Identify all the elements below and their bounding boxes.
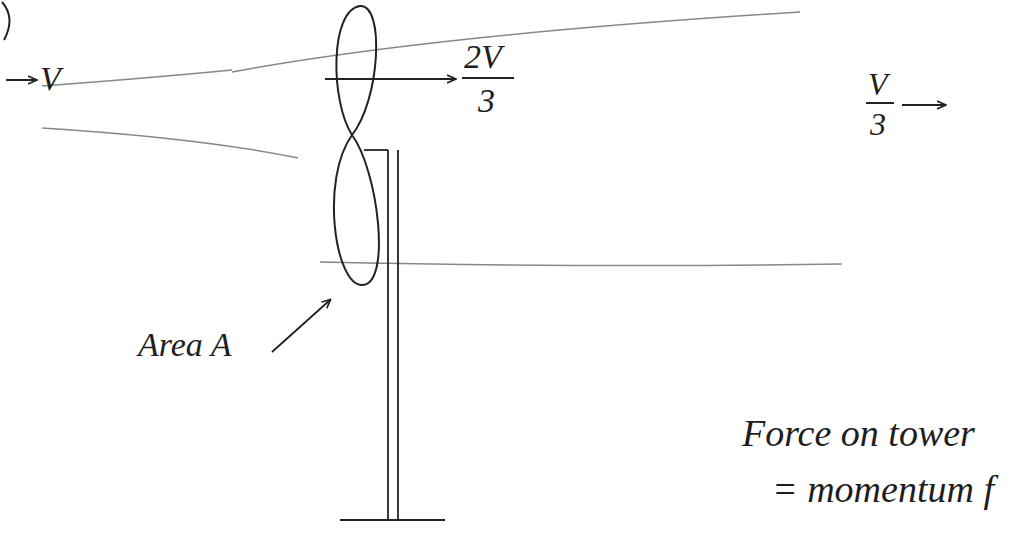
fraction-denominator: 3 (478, 84, 495, 118)
fraction-bar (866, 102, 894, 104)
velocity-arrow (902, 104, 945, 106)
tower (340, 150, 445, 520)
streamtube (42, 12, 842, 266)
velocity-arrow (325, 78, 455, 80)
rotor-blades (334, 6, 379, 285)
velocity-arrow (6, 79, 36, 81)
fraction-numerator: V (868, 68, 888, 100)
note-text: = momentum f (772, 470, 994, 508)
circle-fragment (2, 2, 10, 40)
area-label: Area A (138, 328, 231, 362)
fraction-bar (462, 77, 514, 79)
fraction-denominator: 3 (870, 108, 886, 140)
leader-line (272, 300, 330, 352)
fraction-numerator: 2V (464, 40, 502, 74)
velocity-label: V (40, 62, 61, 96)
note-text: Force on tower (742, 414, 975, 452)
